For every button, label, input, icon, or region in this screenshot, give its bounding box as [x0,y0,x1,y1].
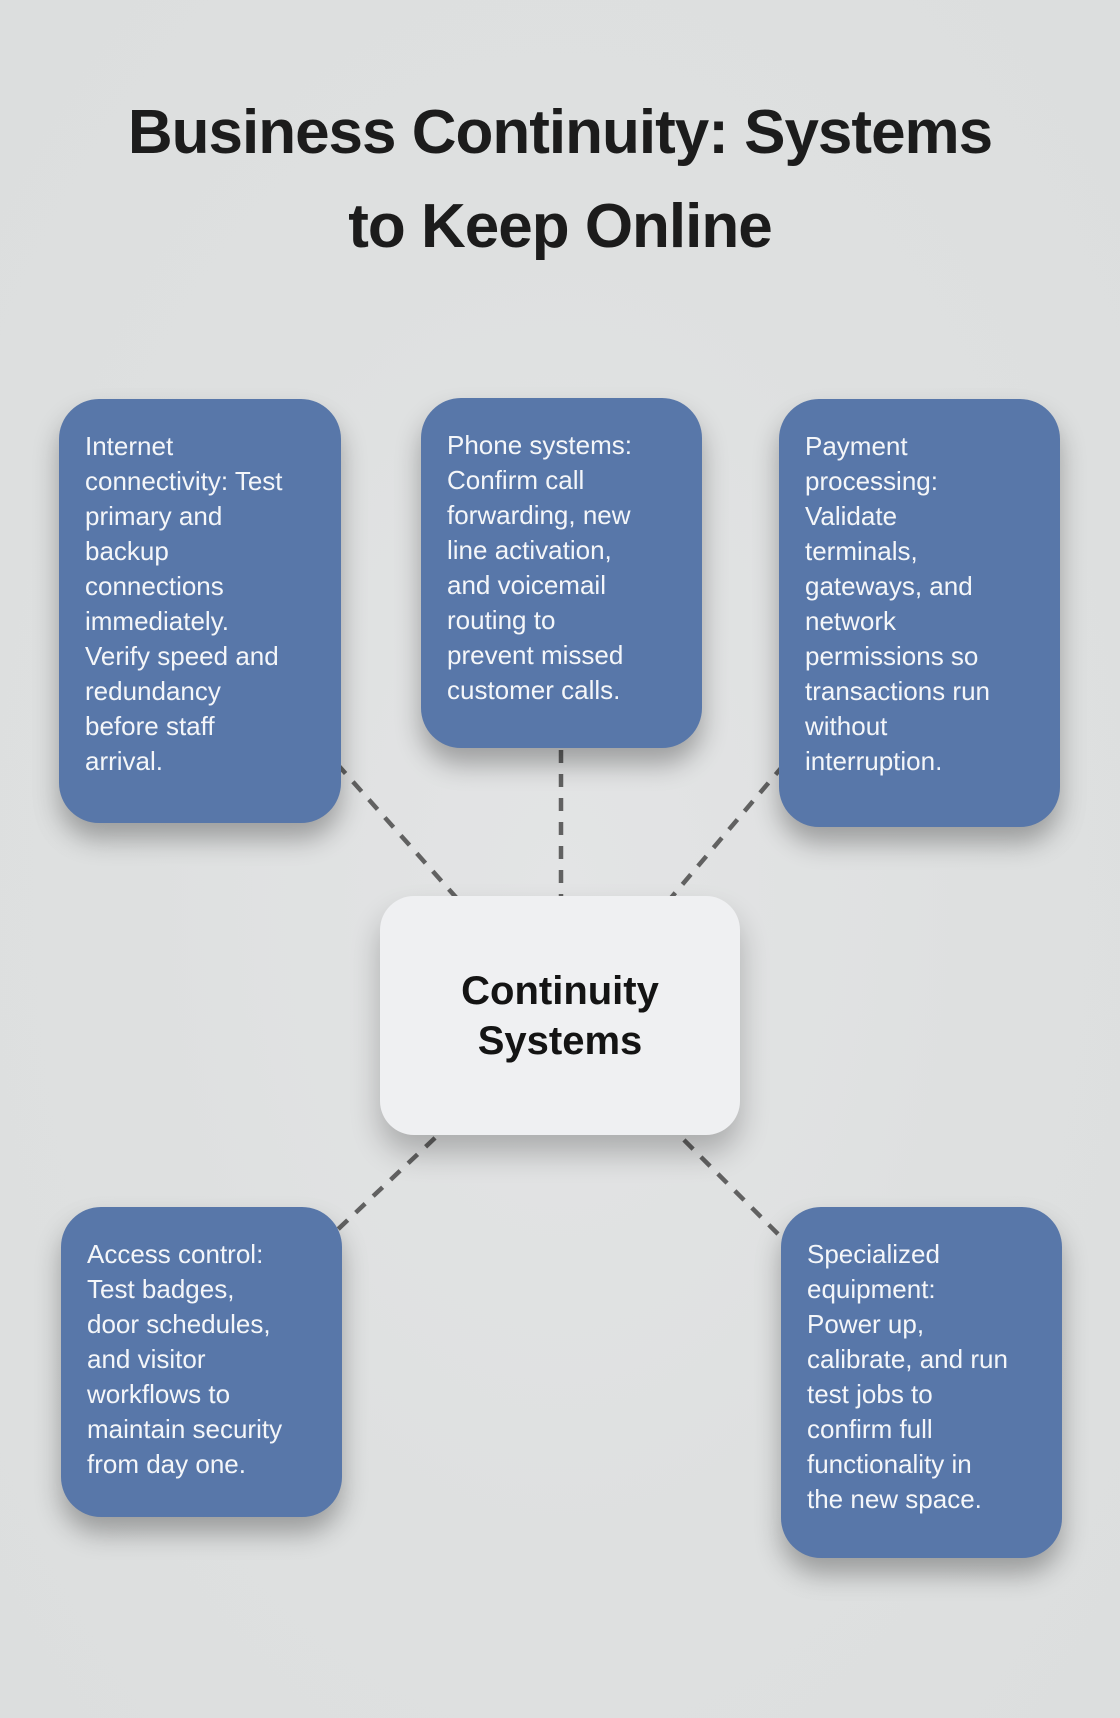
node-specialized-equipment: Specialized equipment: Power up, calibra… [781,1207,1062,1558]
node-internet-connectivity-text: Internet connectivity: Test primary and … [85,431,283,776]
hub-continuity-systems: Continuity Systems [380,896,740,1135]
node-access-control: Access control: Test badges, door schedu… [61,1207,342,1517]
node-phone-systems-text: Phone systems: Confirm call forwarding, … [447,430,632,705]
node-access-control-text: Access control: Test badges, door schedu… [87,1239,283,1479]
connector-internet-connectivity [303,726,480,924]
page-title: Business Continuity: Systems to Keep Onl… [127,98,993,261]
node-payment-processing-text: Payment processing: Validate terminals, … [805,431,990,776]
node-internet-connectivity: Internet connectivity: Test primary and … [59,399,341,823]
node-payment-processing: Payment processing: Validate terminals, … [779,399,1060,827]
node-specialized-equipment-text: Specialized equipment: Power up, calibra… [807,1239,1008,1514]
hub-label: Continuity Systems [461,968,659,1063]
connector-payment-processing [646,726,817,927]
node-phone-systems: Phone systems: Confirm call forwarding, … [421,398,702,748]
